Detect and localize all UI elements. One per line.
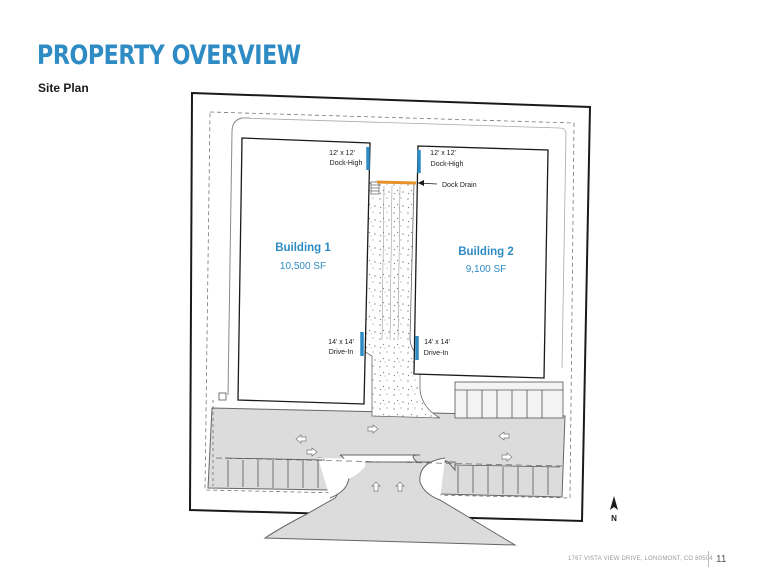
b2-dock-type: Dock-High: [431, 161, 464, 168]
b2-drive-size: 14' x 14': [424, 339, 450, 346]
building-2-area: 9,100 SF: [466, 264, 507, 275]
traffic-arrows: [295, 424, 513, 492]
b1-dock-type: Dock-High: [330, 160, 363, 167]
building-1-area: 10,500 SF: [280, 261, 326, 272]
parking-stalls-bottom-left: [224, 457, 326, 488]
dock-drain-label: Dock Drain: [442, 182, 477, 189]
parking-stalls-bottom-right: [454, 464, 561, 495]
building-2: [413, 145, 549, 379]
b2-drive-type: Drive-In: [424, 350, 449, 357]
page-number: 11: [716, 554, 727, 565]
dock-stairs: [370, 181, 380, 195]
b1-dock-size: 12' x 12': [329, 150, 355, 157]
north-label: N: [611, 514, 617, 523]
building-1: [237, 137, 371, 405]
north-arrow-icon: [610, 496, 618, 510]
page-subtitle: Site Plan: [38, 81, 89, 95]
building-2-name: Building 2: [458, 246, 514, 258]
b2-dock-size: 12' x 12': [430, 150, 456, 157]
parking-stalls-upper-right: [454, 381, 564, 419]
utility-box: [218, 392, 227, 401]
dock-drain: [376, 180, 417, 185]
page-title: PROPERTY OVERVIEW: [37, 40, 301, 71]
b1-drive-size: 14' x 14': [328, 339, 354, 346]
footer-divider: [708, 551, 709, 567]
b1-drive-type: Drive-In: [329, 349, 354, 356]
footer-address: 1767 VISTA VIEW DRIVE, LONGMONT, CO 8050…: [568, 556, 713, 562]
building-1-name: Building 1: [275, 242, 331, 254]
